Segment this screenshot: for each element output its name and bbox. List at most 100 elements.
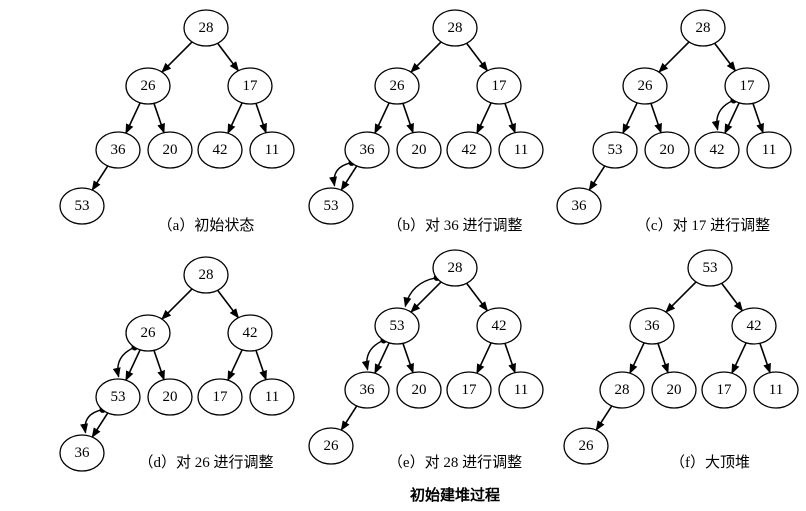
heap-node: 11 [746,131,792,169]
heap-node: 28 [432,9,478,47]
tree-edge-arrow [216,42,240,72]
heap-node: 17 [197,378,243,416]
node-value: 28 [696,20,711,36]
tree-edge-arrow [161,41,193,73]
tree-edge-arrow [153,103,165,134]
heap-node: 53 [308,187,354,225]
node-value: 53 [111,389,126,405]
swap-arrow [711,99,734,131]
node-ellipse [563,427,609,465]
swap-arrow [112,346,135,378]
tree-edge-arrow [465,282,489,312]
heap-node: 11 [249,378,295,416]
tree-edge-arrow [374,102,390,135]
node-ellipse [147,131,193,169]
heap-node: 53 [592,131,638,169]
node-value: 36 [572,198,588,214]
node-ellipse [446,371,492,409]
node-value: 26 [141,325,157,341]
node-ellipse [556,187,602,225]
node-ellipse [344,131,390,169]
heap-node: 17 [724,67,770,105]
node-ellipse [59,187,105,225]
node-value: 20 [667,382,682,398]
node-ellipse [746,131,792,169]
node-ellipse [59,434,105,472]
heap-node: 28 [183,256,229,294]
node-ellipse [622,67,668,105]
node-value: 42 [243,325,258,341]
node-ellipse [197,131,243,169]
heap-node: 53 [687,249,733,287]
swap-arrow [80,408,103,434]
heap-node: 36 [629,307,675,345]
heap-node: 28 [599,371,645,409]
node-value: 11 [265,142,279,158]
tree-edge-arrow [595,405,613,431]
heap-node: 11 [498,131,544,169]
heap-node: 17 [227,67,273,105]
node-value: 17 [717,382,733,398]
heap-node: 20 [644,131,690,169]
node-ellipse [680,9,726,47]
node-ellipse [432,9,478,47]
node-value: 11 [514,142,528,158]
node-ellipse [644,131,690,169]
node-ellipse [753,371,799,409]
tree-edge-arrow [665,281,697,313]
tree-edge-arrow [650,103,662,134]
node-ellipse [498,131,544,169]
node-value: 20 [412,382,427,398]
node-value: 42 [747,318,762,334]
node-ellipse [249,131,295,169]
heap-node: 36 [59,434,105,472]
node-ellipse [432,249,478,287]
heap-node: 36 [95,131,141,169]
node-value: 11 [762,142,776,158]
heap-node: 53 [95,378,141,416]
heap-node: 26 [374,67,420,105]
tree-edge-arrow [374,342,390,375]
node-ellipse [476,307,522,345]
tree-edge-arrow [759,343,771,374]
node-value: 11 [514,382,528,398]
heap-node: 53 [59,187,105,225]
node-value: 42 [462,142,477,158]
figure-title: 初始建堆过程 [410,486,500,504]
tree-edge-arrow [476,342,492,375]
node-ellipse [724,67,770,105]
heap-node: 26 [125,314,171,352]
tree-edge-arrow [629,342,645,375]
node-value: 53 [703,260,718,276]
panel-caption: （d）对 26 进行调整 [138,454,273,471]
heap-node: 20 [396,131,442,169]
node-value: 17 [243,78,259,94]
swap-arrow [361,339,384,371]
node-ellipse [125,314,171,352]
node-ellipse [446,131,492,169]
node-ellipse [344,371,390,409]
tree-edge-arrow [588,165,606,191]
tree-edge-arrow [476,102,492,135]
heap-node: 42 [446,131,492,169]
node-value: 11 [769,382,783,398]
tree-edge-arrow [658,41,690,73]
node-value: 28 [448,20,463,36]
heap-node: 20 [147,131,193,169]
node-value: 36 [645,318,661,334]
heap-node: 11 [753,371,799,409]
tree-edge-arrow [340,405,358,431]
tree-edge-arrow [402,343,414,374]
tree-edge-arrow [227,102,243,135]
tree-edge-arrow [731,342,747,375]
node-value: 36 [111,142,127,158]
node-value: 53 [390,318,405,334]
node-ellipse [95,131,141,169]
node-ellipse [629,307,675,345]
tree-edge-arrow [410,41,442,73]
tree-edge-arrow [255,103,267,134]
swap-arrow [329,161,352,187]
